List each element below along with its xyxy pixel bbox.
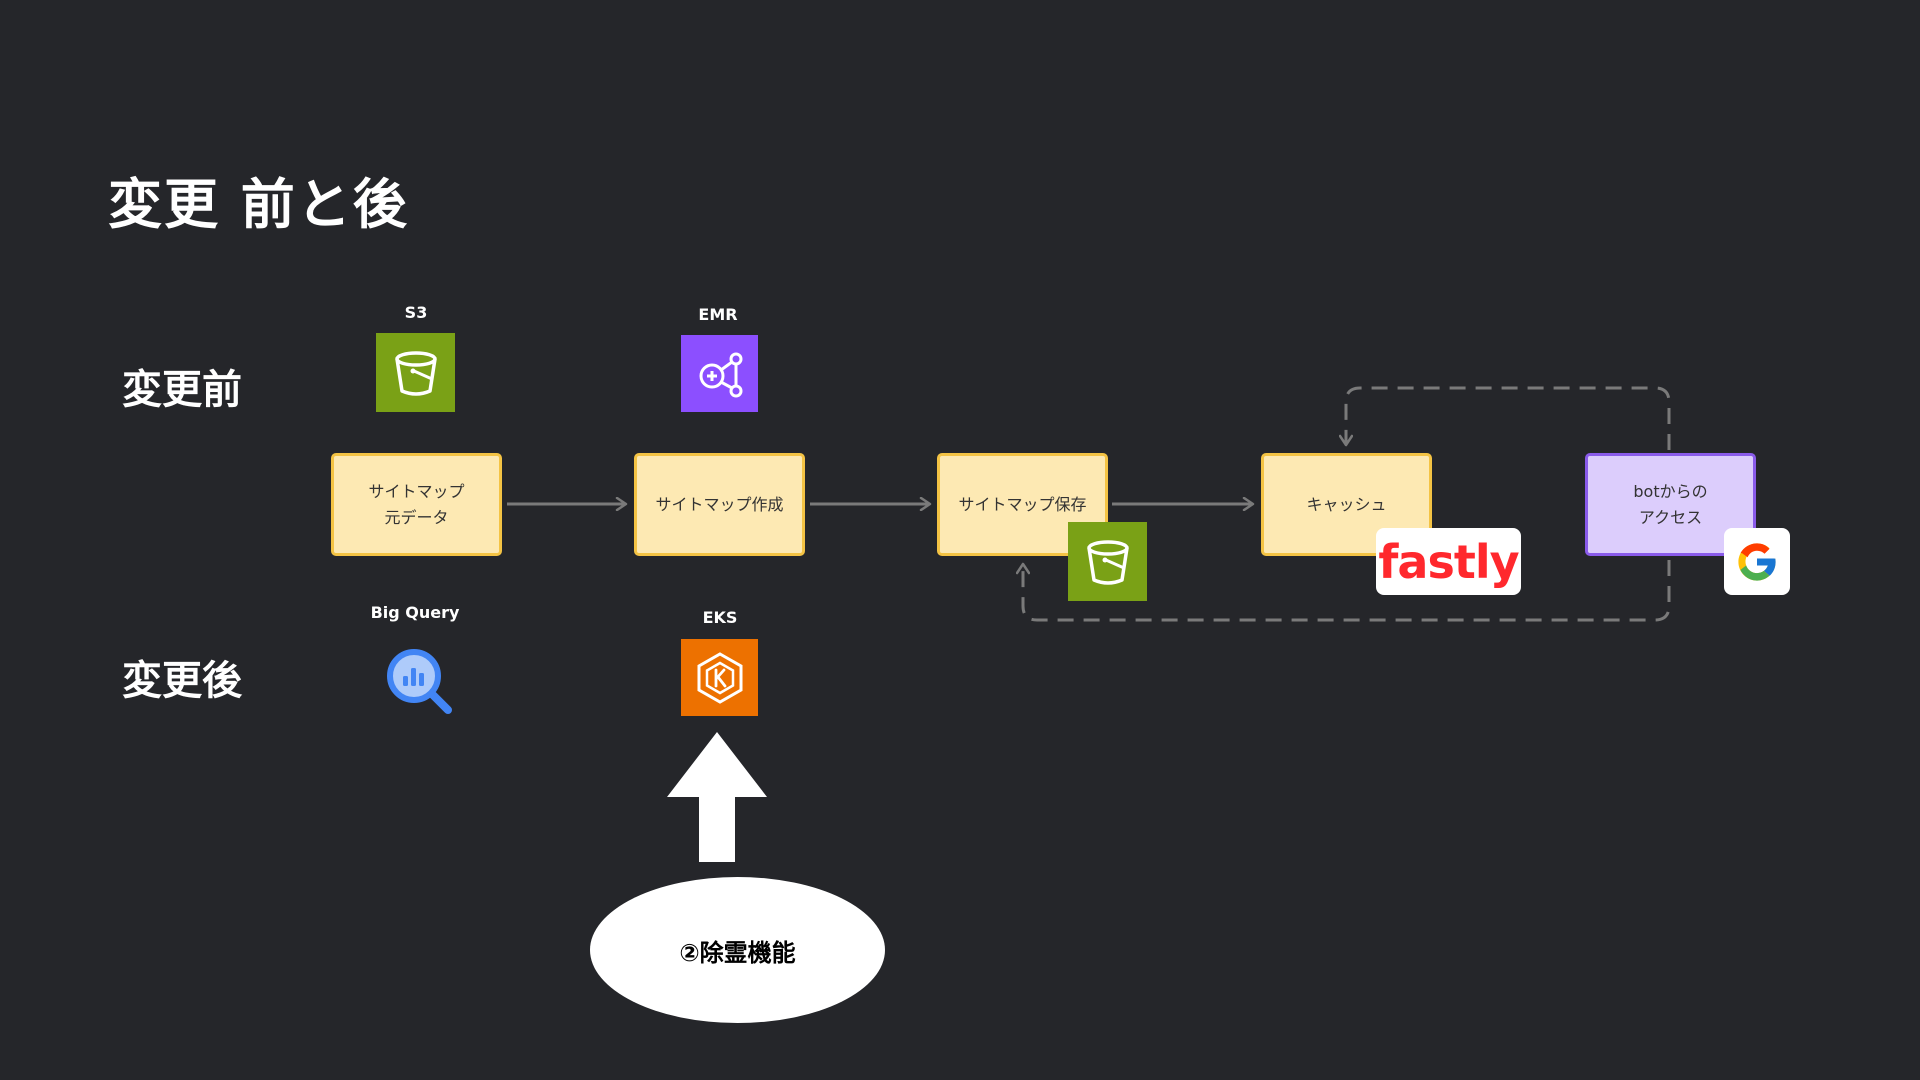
bigquery-icon — [378, 640, 458, 720]
step-label: キャッシュ — [1306, 494, 1387, 514]
dashed-loop-bot-to-cache — [1346, 386, 1671, 450]
emr-icon — [681, 335, 758, 412]
step-label: サイトマップ保存 — [958, 494, 1087, 514]
eks-icon — [681, 639, 758, 716]
slide-title: 変更 前と後 — [108, 173, 409, 236]
step-sitemap-create[interactable]: サイトマップ作成 — [634, 453, 805, 556]
eks-label: EKS — [702, 608, 738, 627]
step-label: サイトマップ作成 — [655, 494, 784, 514]
s3-bucket-icon — [376, 333, 455, 412]
row-label-after: 変更後 — [122, 658, 242, 704]
step-label: サイトマップ 元データ — [368, 481, 465, 527]
dashed-loop-bot-to-save — [1023, 560, 1671, 622]
fastly-logo: fastly — [1376, 528, 1521, 595]
callout-ellipse: ②除霊機能 — [590, 877, 885, 1023]
emr-label: EMR — [698, 305, 738, 324]
callout-label: ②除霊機能 — [679, 938, 796, 967]
up-arrow — [667, 732, 767, 862]
bigquery-label: Big Query — [370, 603, 460, 622]
s3-label: S3 — [404, 303, 428, 322]
s3-bucket-icon — [1068, 522, 1147, 601]
row-label-before: 変更前 — [122, 367, 242, 413]
google-g-icon — [1724, 528, 1790, 595]
step-sitemap-source-data[interactable]: サイトマップ 元データ — [331, 453, 502, 556]
step-label: botからの アクセス — [1633, 481, 1708, 527]
fastly-logo-text: fastly — [1378, 534, 1519, 589]
